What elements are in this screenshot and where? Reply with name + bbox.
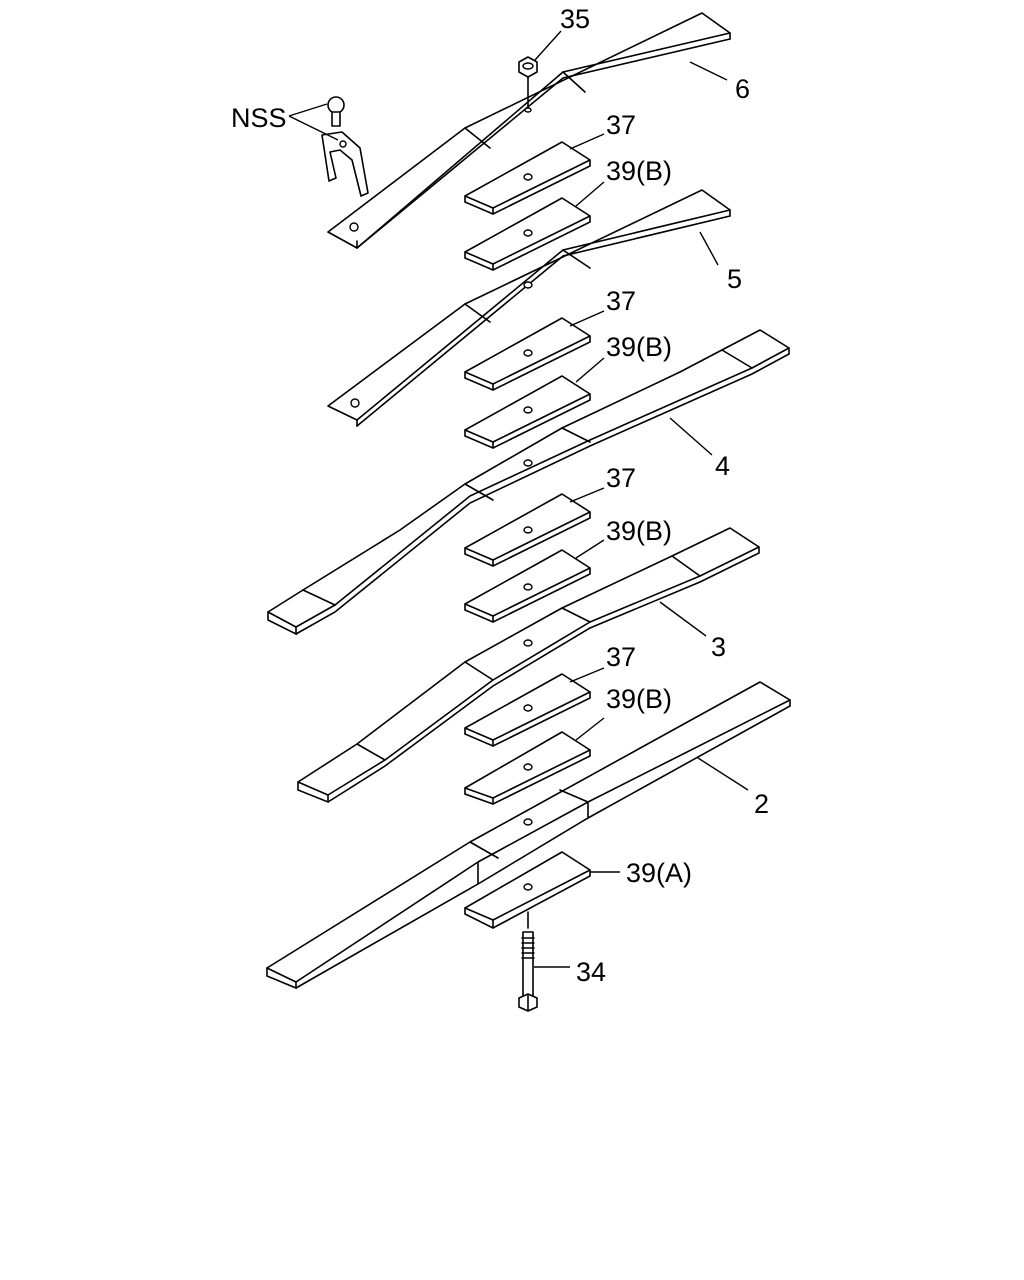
plate-37-2 <box>464 317 591 391</box>
plate-37-3 <box>464 493 591 567</box>
plate-37-1 <box>464 141 591 215</box>
callout-37-2: 37 <box>606 286 636 316</box>
callout-39a: 39(A) <box>626 858 692 888</box>
callout-labels: 35 NSS 6 37 39(B) 5 37 39(B) 4 37 39(B) … <box>231 4 769 987</box>
spring-leaf-4 <box>267 329 790 636</box>
nut-35 <box>518 56 538 113</box>
bolt-34 <box>518 911 538 1012</box>
callout-39b-3: 39(B) <box>606 516 672 546</box>
spring-leaf-2 <box>266 681 791 990</box>
spring-leaf-3 <box>297 527 760 804</box>
callout-5: 5 <box>727 264 742 294</box>
spring-leaf-6 <box>327 12 731 249</box>
plate-39a <box>464 851 591 929</box>
callout-35: 35 <box>560 4 590 34</box>
callout-37-3: 37 <box>606 463 636 493</box>
spring-leaf-5 <box>327 189 731 427</box>
plate-37-4 <box>464 673 591 747</box>
nss-clip <box>321 96 369 197</box>
callout-37-1: 37 <box>606 110 636 140</box>
plate-39b-1 <box>464 197 591 271</box>
callout-34: 34 <box>576 957 606 987</box>
callout-6: 6 <box>735 74 750 104</box>
plate-39b-2 <box>464 375 591 449</box>
plate-39b-4 <box>464 731 591 805</box>
callout-37-4: 37 <box>606 642 636 672</box>
callout-2: 2 <box>754 789 769 819</box>
callout-39b-4: 39(B) <box>606 684 672 714</box>
plate-39b-3 <box>464 549 591 623</box>
leader-lines <box>288 30 749 968</box>
callout-3: 3 <box>711 632 726 662</box>
callout-nss: NSS <box>231 103 287 133</box>
callout-39b-2: 39(B) <box>606 332 672 362</box>
callout-39b-1: 39(B) <box>606 156 672 186</box>
callout-4: 4 <box>715 451 730 481</box>
